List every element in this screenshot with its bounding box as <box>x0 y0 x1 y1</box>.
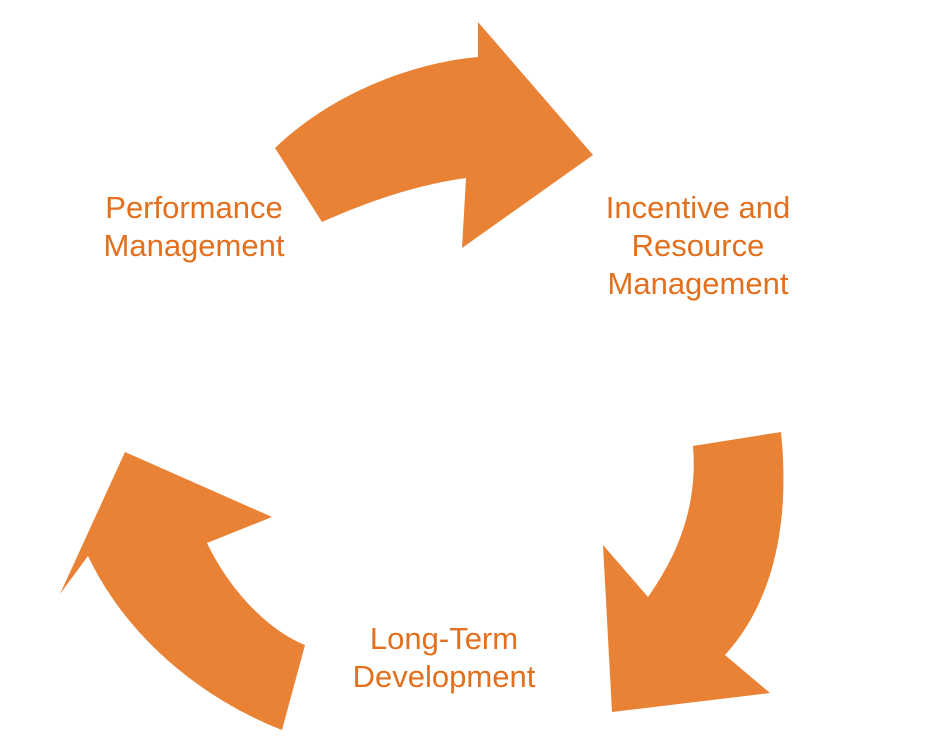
node-label-long-term-development: Long-Term Development <box>352 621 536 694</box>
node-label-performance-management: Performance Management <box>103 190 285 263</box>
arrow-bottom-left-shape <box>60 452 305 730</box>
arrow-top-shape <box>275 22 593 248</box>
arrow-right-shape <box>603 432 784 712</box>
node-label-incentive-resource-management: Incentive and Resource Management <box>605 190 791 301</box>
